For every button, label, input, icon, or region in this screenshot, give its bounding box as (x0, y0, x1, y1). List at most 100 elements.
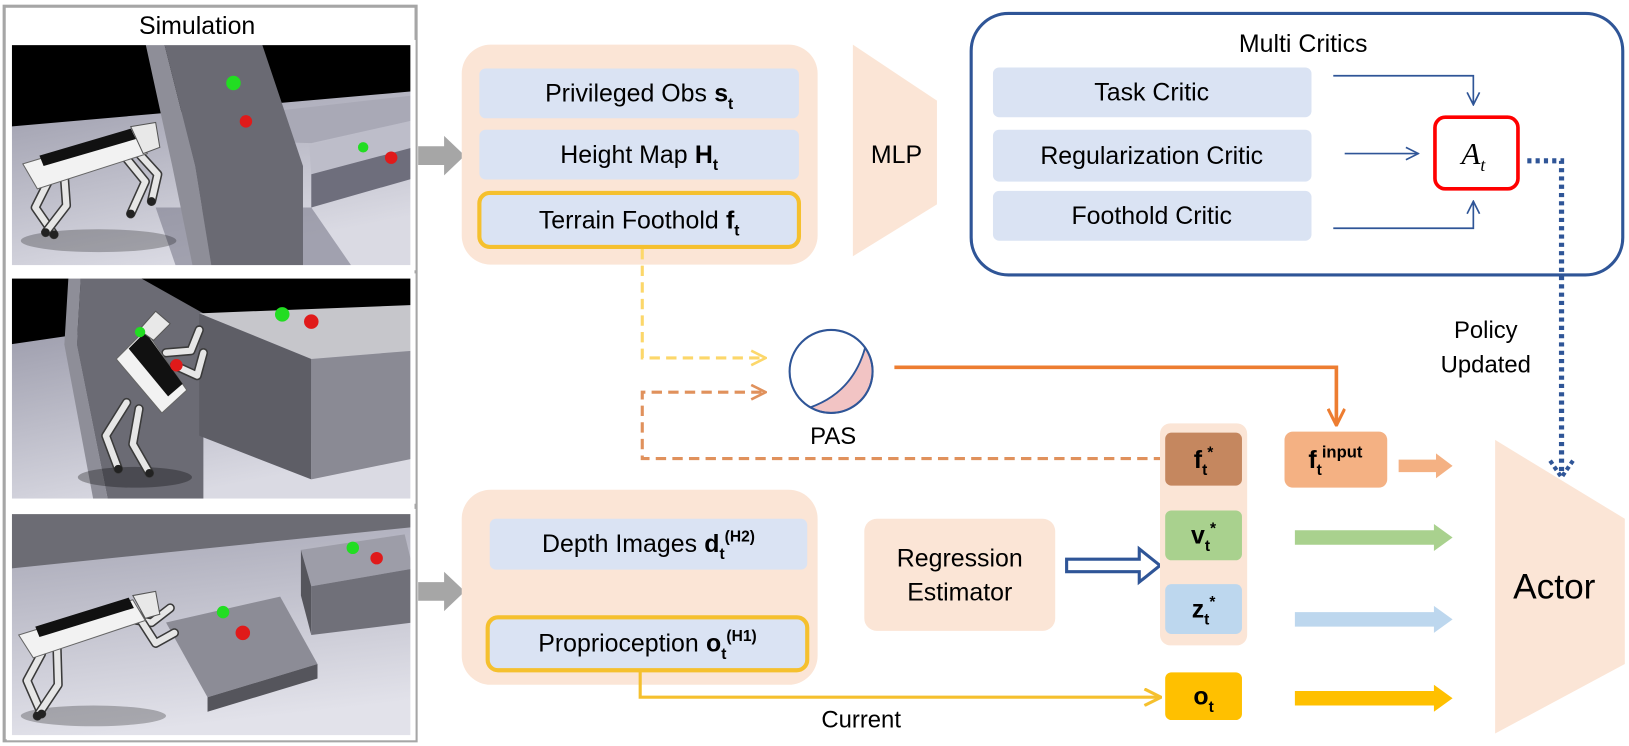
policy-update-label-line2: Updated (1441, 351, 1531, 378)
simulation-panel: Simulation (2, 4, 418, 743)
simulation-to-observation-arrow (418, 571, 465, 612)
box-left-face (199, 313, 312, 480)
robot-head (129, 121, 161, 155)
robot-stripe (128, 332, 183, 397)
robot-head (138, 310, 171, 341)
mlp-block: MLP (852, 44, 937, 257)
pillar-side (145, 42, 212, 268)
target-marker-red (384, 151, 398, 164)
estimated-velocity-label: vt* (1191, 520, 1217, 555)
robot-dog (17, 590, 179, 721)
target-marker-green (274, 307, 290, 322)
robot-dog (101, 310, 209, 478)
pas-label: PAS (810, 423, 856, 450)
latent-to-actor-arrow (1294, 605, 1453, 633)
target-marker-green (134, 326, 146, 338)
regularization-critic-box (992, 129, 1312, 182)
target-marker-red (239, 115, 253, 128)
target-marker-red (370, 551, 383, 565)
robot-stripe (39, 128, 136, 167)
estimates-column: ft* vt* zt* (1160, 423, 1248, 646)
pas-circle-outline (788, 328, 874, 414)
multi-critics-panel: Multi Critics Task Critic Regularization… (969, 11, 1625, 277)
estimated-foothold-label: ft* (1194, 445, 1214, 480)
estimated-foothold-to-pas-arrow (640, 392, 1165, 461)
privileged-obs-box (479, 68, 799, 119)
robot-shadow (20, 229, 177, 253)
box-top (199, 305, 413, 359)
box-left-face (300, 549, 312, 635)
policy-update-label-line1: Policy (1454, 317, 1518, 344)
frame-edge (6, 39, 416, 271)
foothold-input-label: ftinput (1308, 443, 1363, 480)
simulation-frame-1 (9, 42, 413, 268)
actor-trapezoid (1495, 439, 1625, 734)
current-obs-label: ot (1193, 682, 1213, 715)
pillar-side (64, 275, 108, 501)
multi-critics-title: Multi Critics (1239, 30, 1368, 58)
target-marker-red (304, 314, 319, 329)
simulation-frame-2 (9, 275, 413, 502)
foothold-critic-arrow (1333, 201, 1473, 230)
target-marker-green (216, 605, 230, 619)
regression-estimator: Regression Estimator (864, 518, 1056, 631)
policy-update-arrow (1527, 158, 1565, 474)
robot-shadow (20, 705, 167, 727)
target-marker-red (170, 358, 183, 372)
proprioception-box (485, 615, 810, 673)
mlp-label: MLP (871, 141, 922, 169)
task-critic-label: Task Critic (1094, 79, 1209, 107)
actor-label: Actor (1513, 568, 1596, 607)
advantage-label: At (1459, 136, 1486, 175)
slab-top (166, 596, 318, 698)
task-critic-box (992, 67, 1312, 118)
frame-edge (6, 508, 416, 741)
terrain-foothold-box (477, 190, 802, 250)
foothold-critic-label: Foothold Critic (1071, 202, 1231, 230)
pas-block: PAS (788, 328, 874, 450)
pillar-face (163, 42, 303, 268)
robot-stripe (35, 597, 134, 638)
frame-edge (6, 273, 416, 504)
robot-dog (22, 121, 163, 240)
target-marker-red (235, 625, 251, 641)
velocity-to-actor-arrow (1294, 523, 1453, 551)
regression-estimator-label-line2: Estimator (907, 579, 1012, 607)
regression-estimator-box (864, 518, 1056, 631)
estimated-foothold-box (1165, 432, 1242, 486)
current-label: Current (821, 706, 901, 733)
regression-estimator-label-line1: Regression (897, 545, 1023, 573)
target-marker-green (346, 541, 360, 555)
robot-head (132, 590, 161, 619)
foothold-input-to-actor-arrow (1398, 453, 1453, 479)
height-map-box (479, 129, 799, 180)
actor-block: Actor (1495, 439, 1625, 734)
current-obs-to-actor-arrow (1294, 684, 1453, 712)
depth-images-box (489, 518, 808, 570)
target-marker-green (357, 142, 369, 153)
proprioception-to-current-obs-arrow (638, 671, 1161, 697)
simulation-frame-3 (9, 511, 413, 738)
foothold-input-box (1284, 431, 1388, 488)
pas-to-foothold-input-arrow (894, 365, 1336, 425)
slab-face (207, 664, 318, 712)
simulation-title: Simulation (139, 12, 255, 40)
box-front-face (311, 568, 413, 635)
robot-shadow (77, 466, 192, 488)
estimated-velocity-box (1165, 510, 1242, 561)
current-obs-box (1165, 672, 1242, 721)
box-top (300, 534, 413, 587)
advantage-box (1433, 115, 1520, 191)
target-marker-green (226, 75, 241, 91)
foothold-critic-box (992, 190, 1312, 241)
estimated-latent-label: zt* (1192, 594, 1217, 629)
estimated-latent-box (1165, 584, 1242, 634)
foothold-to-pas-arrow (640, 249, 765, 358)
